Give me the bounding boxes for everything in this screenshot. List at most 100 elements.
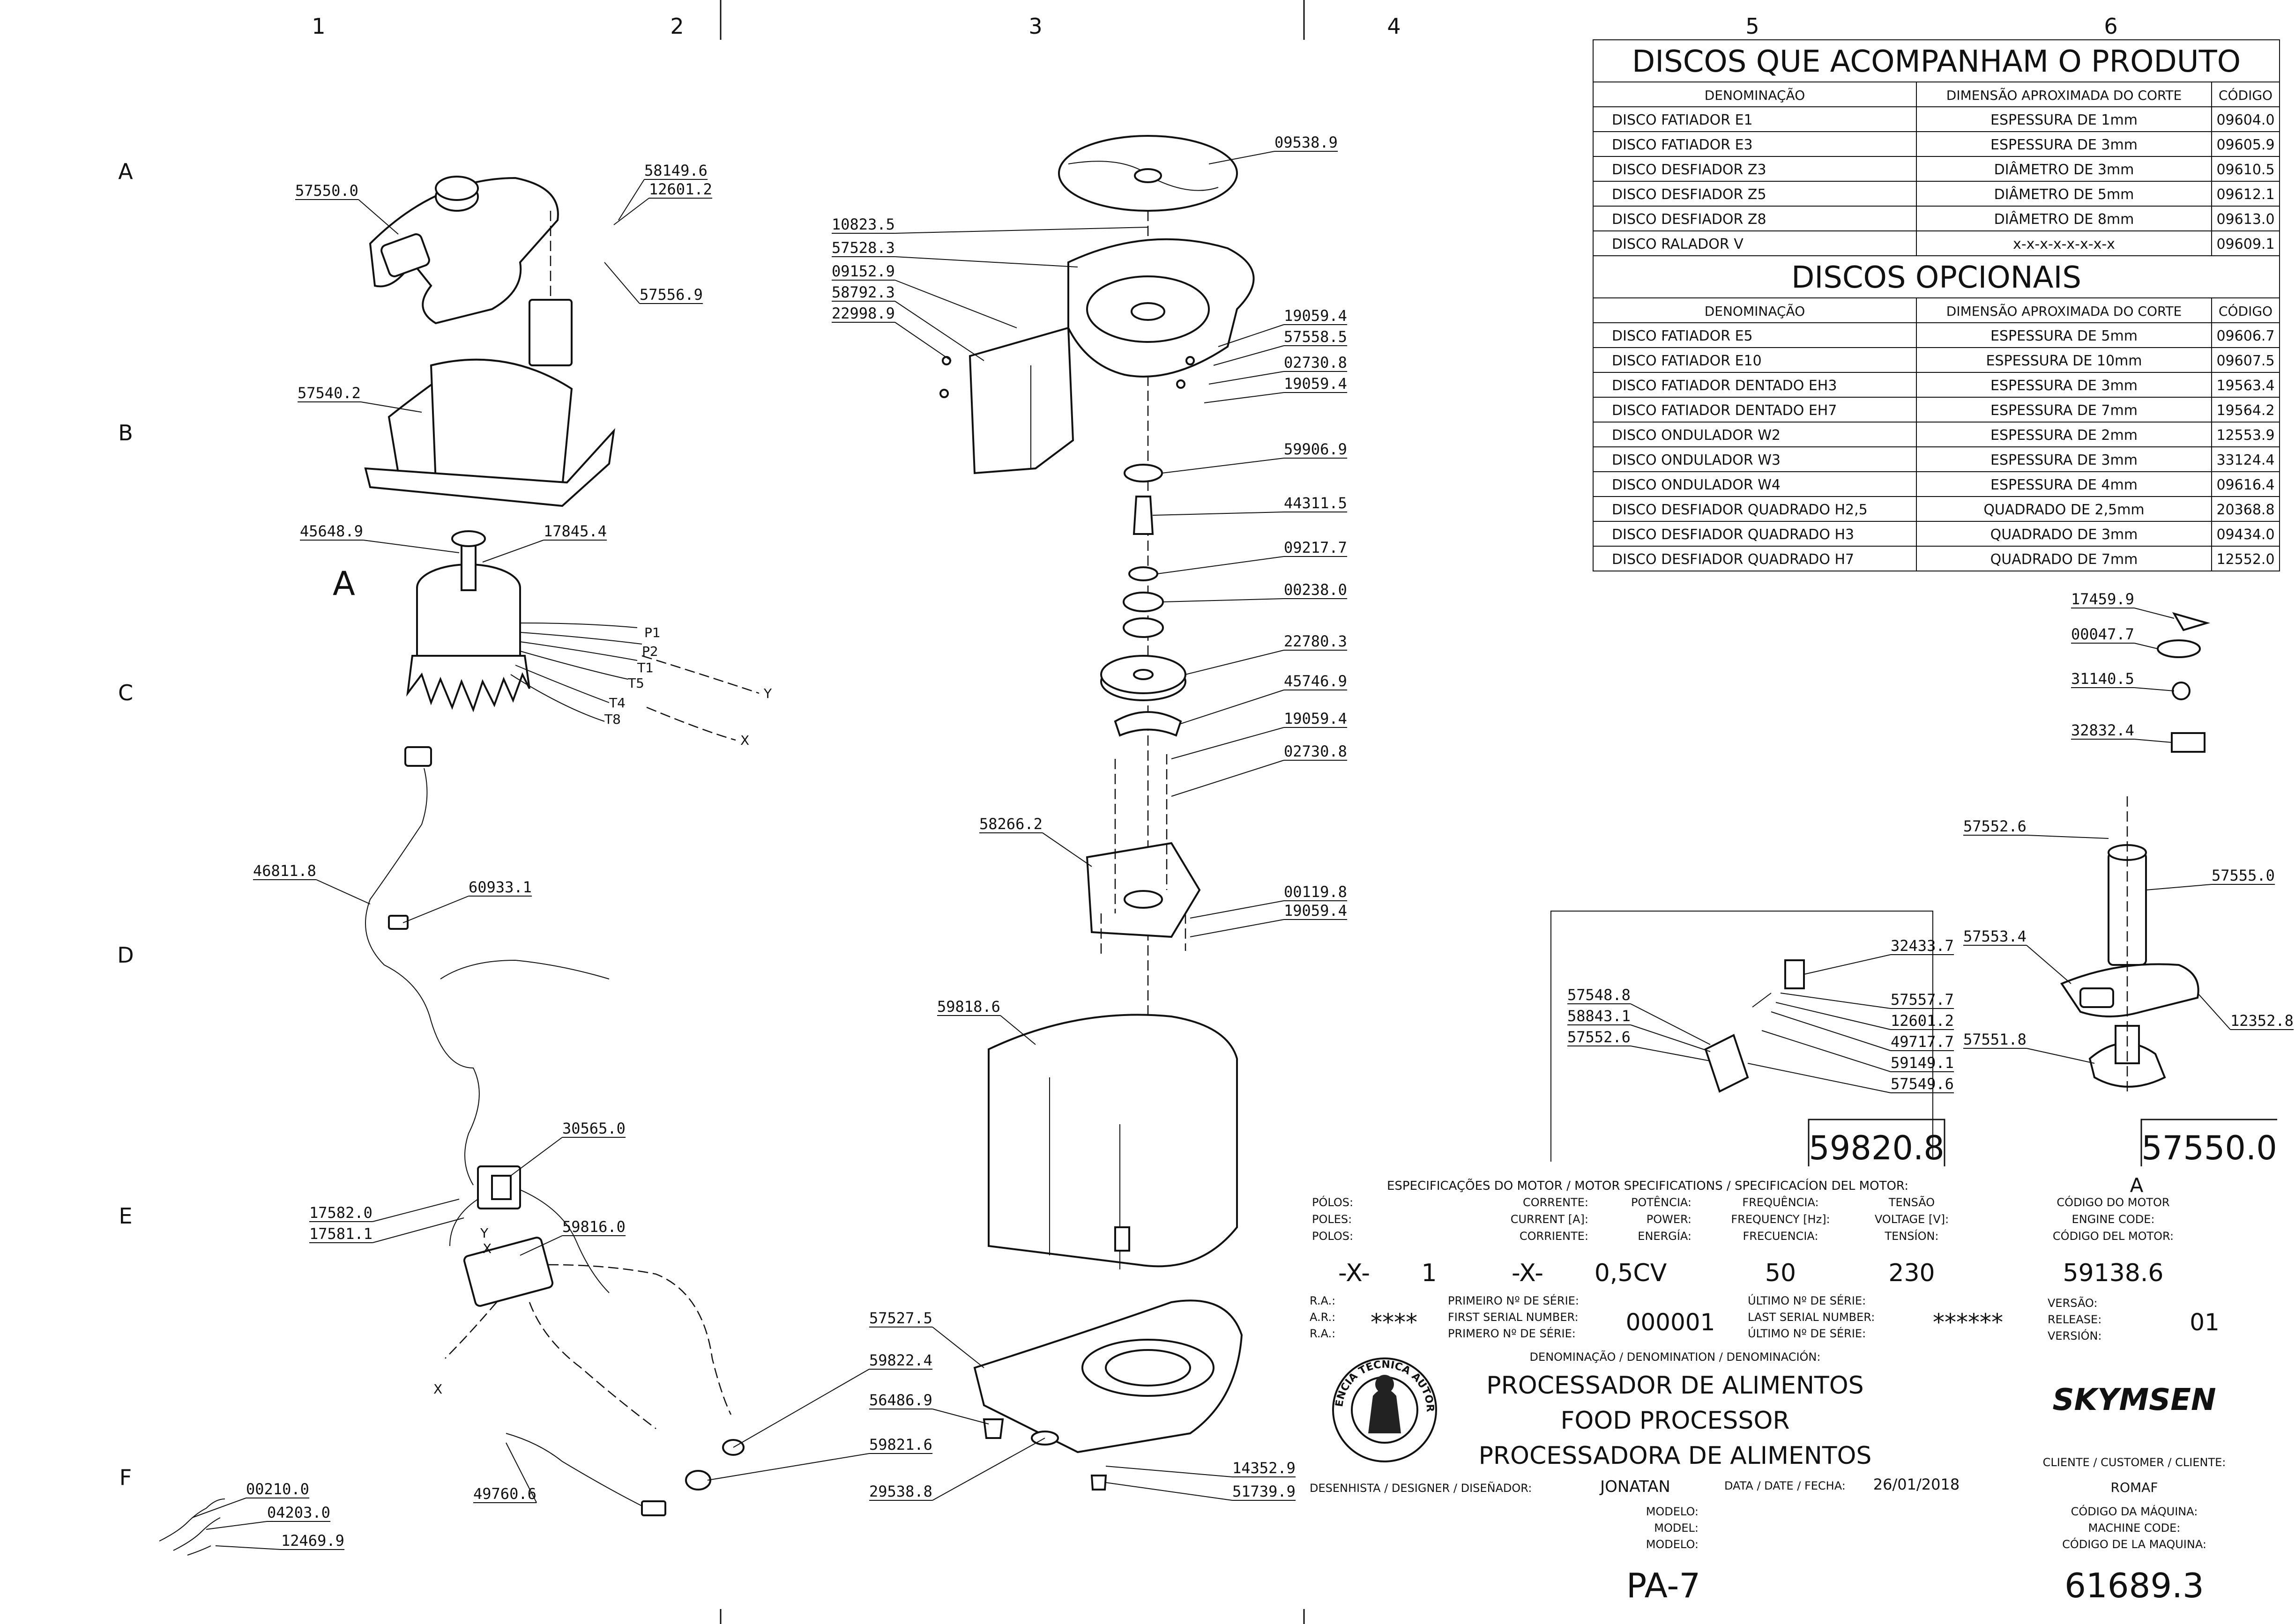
- switch-wires: [520, 1189, 610, 1293]
- detail-box-57550-frame: [2140, 1119, 2277, 1166]
- motor-spec-label: FREQUÊNCIA:: [1742, 1195, 1818, 1209]
- leader-line: [402, 896, 469, 923]
- last-serial-label-2: LAST SERIAL NUMBER:: [1748, 1311, 1875, 1324]
- model-label-3: MODELO:: [1646, 1538, 1699, 1551]
- leader-line: [2197, 993, 2231, 1030]
- table-cell: 09606.7: [2216, 328, 2274, 344]
- lid-handle-window: [380, 233, 430, 277]
- leader-line: [1204, 392, 1284, 403]
- motor-spec-label: FREQUENCY [Hz]:: [1731, 1213, 1830, 1226]
- springs: [159, 1498, 225, 1542]
- part-number-label: 57540.2: [298, 384, 361, 402]
- part-number-label: 59821.6: [869, 1436, 932, 1453]
- pulley-hub: [1133, 669, 1154, 680]
- motor-spec-label: POLOS:: [1312, 1230, 1353, 1243]
- table-cell: ESPESSURA DE 10mm: [1986, 353, 2142, 369]
- leader-line: [1190, 919, 1284, 937]
- motor-spec-value: 1: [1421, 1259, 1437, 1287]
- ra-label-1: R.A.:: [1310, 1294, 1335, 1307]
- part-number-label: 09538.9: [1274, 133, 1338, 151]
- leader-line: [372, 1199, 460, 1222]
- motor-spec-label: CORRENTE:: [1523, 1196, 1588, 1209]
- ra-label-2: A.R.:: [1310, 1311, 1335, 1324]
- lock-icon: [2172, 612, 2211, 631]
- part-number-label: 45746.9: [1284, 672, 1347, 690]
- table-header: CÓDIGO: [2219, 87, 2273, 103]
- leader-line: [1105, 1482, 1233, 1501]
- motor-fan: [406, 655, 530, 712]
- part-number-label: 32832.4: [2071, 721, 2134, 739]
- part-number-label: 57527.5: [869, 1309, 932, 1327]
- switch-face: [491, 1175, 512, 1200]
- leader-line: [894, 301, 984, 361]
- leader-line: [360, 401, 422, 413]
- table-cell: ESPESSURA DE 3mm: [1990, 137, 2138, 153]
- power-cord: [365, 768, 480, 1186]
- foot-59821: [685, 1470, 711, 1491]
- part-number-label: 57553.4: [1963, 927, 2027, 945]
- leader-line: [1171, 760, 1284, 797]
- leader-line: [1218, 324, 1284, 347]
- first-serial-label-3: PRIMERO Nº DE SÉRIE:: [1448, 1327, 1576, 1340]
- wire-label-y: Y: [763, 686, 772, 701]
- part-number-label: 09152.9: [832, 262, 895, 280]
- ra-value: ****: [1371, 1309, 1417, 1336]
- part-number-label: 22998.9: [832, 304, 895, 322]
- table-cell: ESPESSURA DE 5mm: [1990, 328, 2138, 344]
- part-number-label: 30565.0: [562, 1120, 626, 1137]
- screw: [1176, 379, 1185, 389]
- table-cell: 12552.0: [2216, 551, 2274, 568]
- leader-line: [604, 262, 640, 304]
- part-number-label: 46811.8: [253, 862, 316, 880]
- machine-code-label-1: CÓDIGO DA MÁQUINA:: [2071, 1504, 2198, 1518]
- leader-line: [192, 1498, 246, 1518]
- part-number-label: 00210.0: [246, 1480, 309, 1498]
- bowl-base-plate: [364, 428, 615, 507]
- foot-51739: [1090, 1475, 1107, 1491]
- part-number-label: 58792.3: [832, 283, 895, 301]
- first-serial-value: 000001: [1626, 1309, 1715, 1336]
- table-cell: DIÂMETRO DE 8mm: [1994, 211, 2134, 228]
- table-cell: QUADRADO DE 3mm: [1990, 527, 2138, 543]
- last-serial-value: ******: [1933, 1309, 2003, 1336]
- table-cell: 09610.5: [2216, 162, 2274, 178]
- leader-line: [895, 227, 1148, 234]
- part-number-label: 17845.4: [544, 522, 607, 540]
- client-label: CLIENTE / CUSTOMER / CLIENTE:: [2043, 1456, 2226, 1469]
- table-cell: DISCO DESFIADOR QUADRADO H2,5: [1612, 502, 1868, 518]
- leader-line: [733, 1369, 870, 1448]
- part-number-label: 59149.1: [1891, 1054, 1954, 1072]
- part-number-label: 57552.6: [1963, 817, 2027, 835]
- lid-chute-top: [435, 176, 479, 201]
- part-number-label: 45648.9: [300, 522, 363, 540]
- motor-wire: [520, 623, 638, 628]
- center-assembly: [685, 135, 1255, 1491]
- last-serial-label-1: ÚLTIMO Nº DE SÉRIE:: [1748, 1293, 1866, 1307]
- ground-symbol-icon: [2172, 682, 2191, 700]
- table-cell: DISCO FATIADOR E10: [1612, 353, 1762, 369]
- leader-line: [2134, 643, 2158, 649]
- part-number-label: 19059.4: [1284, 902, 1347, 920]
- table-cell: DISCO DESFIADOR QUADRADO H3: [1612, 527, 1854, 543]
- leader-line: [1208, 151, 1275, 164]
- capacitor-wire: [529, 1302, 656, 1429]
- leader-line: [2026, 1048, 2095, 1064]
- bracket-hole: [1124, 890, 1163, 909]
- leader-line: [895, 256, 1078, 267]
- product-name-en: FOOD PROCESSOR: [1561, 1407, 1790, 1435]
- table-cell: DIÂMETRO DE 3mm: [1994, 161, 2134, 178]
- part-number-label: 00238.0: [1284, 581, 1347, 599]
- part-number-label: 58149.6: [644, 162, 708, 179]
- table-cell: DISCO ONDULADOR W4: [1612, 477, 1781, 493]
- motor-spec-label: FRECUENCIA:: [1743, 1230, 1818, 1243]
- motor-spec-label: POTÊNCIA:: [1631, 1195, 1691, 1209]
- wire-label-t1: T1: [637, 660, 654, 675]
- part-number-label: 58843.1: [1567, 1007, 1631, 1025]
- table-cell: DIÂMETRO DE 5mm: [1994, 186, 2134, 203]
- table-cell: DISCO DESFIADOR Z8: [1612, 211, 1766, 228]
- table-header: DIMENSÃO APROXIMADA DO CORTE: [1946, 88, 2182, 103]
- leader-line: [1630, 1024, 1711, 1052]
- part-number-label: 58266.2: [979, 815, 1043, 833]
- leader-line: [894, 322, 952, 361]
- table-cell: ESPESSURA DE 3mm: [1990, 378, 2138, 394]
